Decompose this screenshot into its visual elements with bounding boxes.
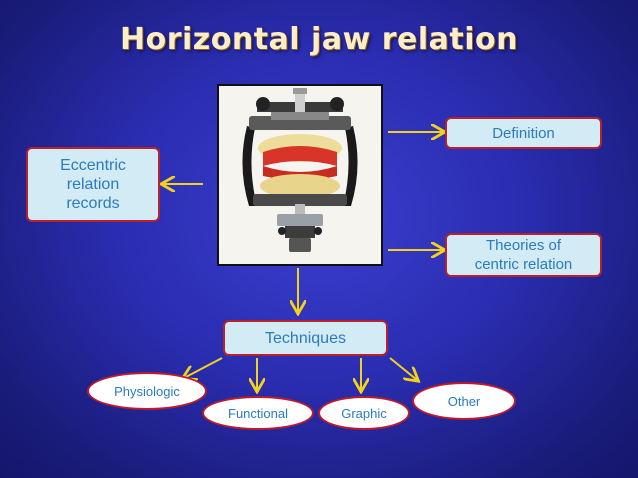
eccentric-label-line3: records <box>66 195 120 212</box>
theories-label-line1: Theories of <box>485 237 562 254</box>
functional-oval: Functional <box>202 396 314 430</box>
definition-box: Definition <box>445 117 602 149</box>
other-oval: Other <box>412 382 516 420</box>
articulator-illustration <box>242 88 358 252</box>
arrow-to-physiologic <box>184 357 223 378</box>
physiologic-label: Physiologic <box>114 383 180 399</box>
techniques-box: Techniques <box>223 320 388 356</box>
eccentric-box: Eccentric relation records <box>26 147 160 222</box>
page-title: Horizontal jaw relation <box>120 22 518 57</box>
arrow-to-other <box>389 357 417 380</box>
theories-box: Theories of centric relation <box>445 233 602 277</box>
definition-label: Definition <box>492 124 555 142</box>
graphic-oval: Graphic <box>318 396 410 430</box>
eccentric-label-line1: Eccentric <box>60 157 126 174</box>
other-label: Other <box>447 393 481 409</box>
theories-label-line2: centric relation <box>474 256 573 273</box>
eccentric-label-line2: relation <box>66 176 120 193</box>
functional-label: Functional <box>228 405 288 421</box>
articulator-image <box>217 84 383 266</box>
graphic-label: Graphic <box>341 405 387 421</box>
techniques-label: Techniques <box>265 329 346 347</box>
physiologic-oval: Physiologic <box>87 372 207 410</box>
